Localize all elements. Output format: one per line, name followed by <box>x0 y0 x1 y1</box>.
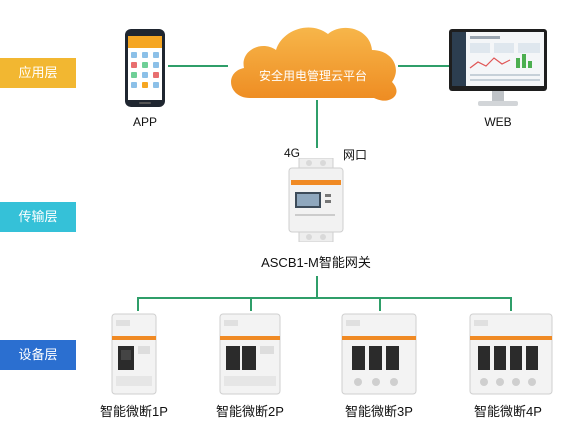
app-label: APP <box>132 115 157 129</box>
gateway-icon <box>288 158 344 242</box>
gateway-label: ASCB1-M智能网关 <box>261 255 371 270</box>
breaker-1p-icon <box>111 313 157 395</box>
gateway-port-4g: 4G <box>283 146 300 160</box>
layer-tag-device: 设备层 <box>0 340 76 370</box>
breaker-4p-label: 智能微断4P <box>474 404 542 419</box>
breaker-1p <box>104 310 164 396</box>
line-drop-4 <box>510 297 512 311</box>
breaker-1p-label: 智能微断1P <box>100 404 168 419</box>
line-cloud-gateway <box>316 100 318 148</box>
breaker-3p-icon <box>341 313 417 395</box>
line-cloud-web <box>398 65 450 67</box>
smartphone-icon <box>125 29 165 107</box>
line-bus <box>137 297 511 299</box>
breaker-2p <box>212 310 288 396</box>
breaker-4p <box>466 310 556 396</box>
breaker-3p-label: 智能微断3P <box>345 404 413 419</box>
layer-tag-transport: 传输层 <box>0 202 76 232</box>
gateway-device <box>287 158 345 242</box>
breaker-2p-icon <box>219 313 281 395</box>
cloud-icon <box>231 27 397 101</box>
cloud-platform: 安全用电管理云平台 <box>220 14 406 110</box>
line-drop-2 <box>250 297 252 311</box>
layer-tag-application: 应用层 <box>0 58 76 88</box>
layer-label-device: 设备层 <box>18 347 58 362</box>
breaker-2p-label: 智能微断2P <box>216 404 284 419</box>
breaker-3p <box>336 310 422 396</box>
gateway-port-network: 网口 <box>342 148 367 162</box>
cloud-label: 安全用电管理云平台 <box>258 69 367 83</box>
line-app-cloud <box>168 65 228 67</box>
phone-device <box>124 28 166 108</box>
web-label: WEB <box>484 115 512 129</box>
line-drop-3 <box>379 297 381 311</box>
monitor-device <box>448 28 548 110</box>
breaker-4p-icon <box>469 313 553 395</box>
layer-label-transport: 传输层 <box>18 209 58 224</box>
layer-label-application: 应用层 <box>18 65 58 80</box>
monitor-icon <box>449 29 547 106</box>
line-gateway-bus <box>316 276 318 298</box>
line-drop-1 <box>137 297 139 311</box>
